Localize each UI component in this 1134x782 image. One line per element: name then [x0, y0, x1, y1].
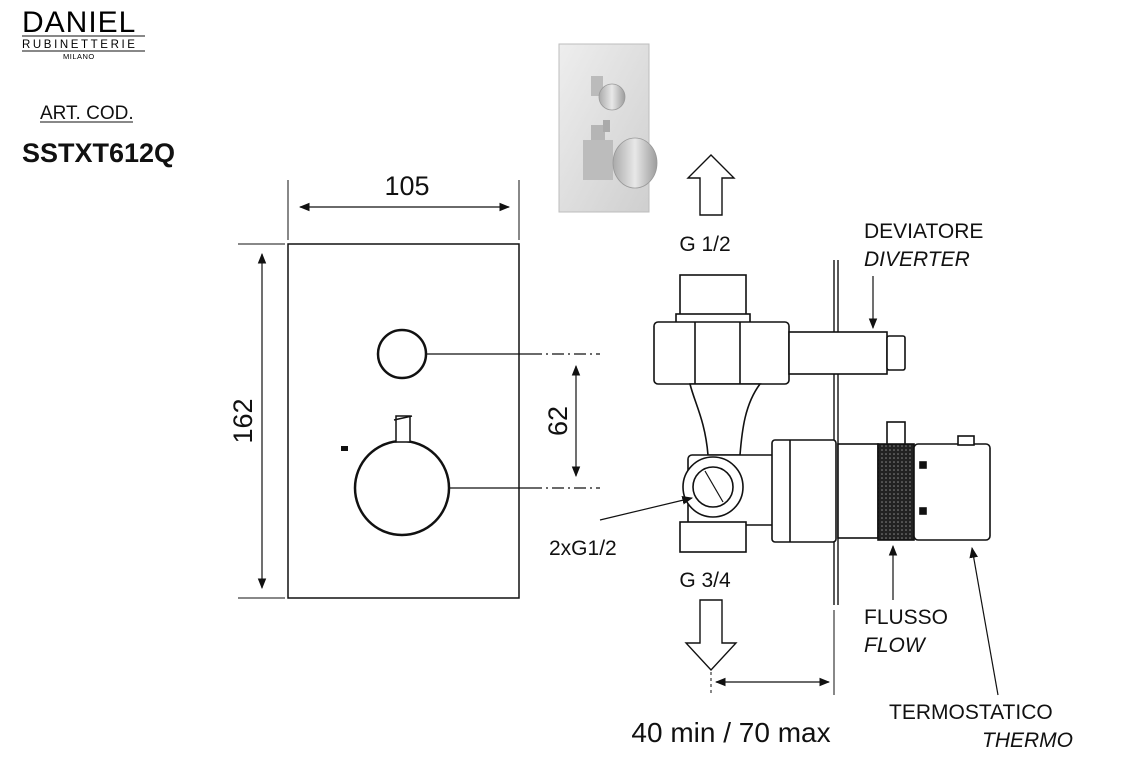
brand-logo: DANIEL RUBINETTERIE MILANO	[22, 6, 145, 61]
product-photo	[558, 43, 658, 213]
side-connections-label: 2xG1/2	[549, 537, 617, 560]
article-code: SSTXT612Q	[22, 138, 175, 168]
indicator-mark	[341, 446, 348, 451]
arrow-down-icon	[684, 599, 738, 672]
dimension-width: 105	[287, 171, 520, 240]
diverter-label-en: DIVERTER	[864, 248, 970, 271]
height-value: 162	[228, 398, 258, 443]
outlet-bottom-label: G 3/4	[679, 569, 731, 592]
brand-name: DANIEL	[22, 6, 136, 39]
outlet-top: G 1/2	[679, 154, 736, 256]
brand-subtitle: RUBINETTERIE	[22, 39, 138, 51]
spacing-value: 62	[543, 406, 573, 436]
diverter-knob	[376, 328, 428, 380]
upper-valve-body	[653, 321, 790, 385]
thermo-label-it: TERMOSTATICO	[889, 701, 1053, 724]
dimension-height: 162	[228, 243, 285, 599]
dimension-depth: 40 min / 70 max	[631, 610, 835, 748]
diverter-stem	[788, 331, 888, 375]
width-value: 105	[384, 171, 429, 201]
outlet-bottom: G 3/4	[679, 569, 738, 672]
arrow-up-icon	[686, 154, 736, 216]
lever-pin	[886, 421, 906, 445]
side-view	[653, 260, 991, 605]
bottom-outlet-fitting	[679, 521, 747, 553]
thermo-label-en: THERMO	[982, 729, 1073, 752]
top-outlet-fitting	[679, 274, 747, 320]
flow-callout: FLUSSO FLOW	[864, 544, 948, 657]
dimension-spacing: 62	[543, 364, 581, 478]
flow-label-en: FLOW	[864, 634, 927, 657]
outlet-top-label: G 1/2	[679, 233, 730, 256]
flow-label-it: FLUSSO	[864, 606, 948, 629]
cover-plate	[287, 243, 520, 599]
flow-control-knurl	[877, 443, 915, 541]
diverter-callout: DEVIATORE DIVERTER	[864, 220, 983, 330]
brand-city: MILANO	[63, 52, 95, 61]
diverter-label-it: DEVIATORE	[864, 220, 983, 243]
thermostatic-knob	[353, 439, 451, 537]
thermo-callout: TERMOSTATICO THERMO	[889, 546, 1073, 752]
article-code-label: ART. COD.	[40, 103, 134, 124]
side-connections-callout: 2xG1/2	[549, 496, 694, 560]
depth-value: 40 min / 70 max	[631, 717, 830, 748]
thermo-handle	[913, 443, 991, 541]
temperature-lever	[395, 415, 411, 443]
front-view	[287, 243, 600, 599]
thermostatic-cartridge	[771, 439, 837, 543]
